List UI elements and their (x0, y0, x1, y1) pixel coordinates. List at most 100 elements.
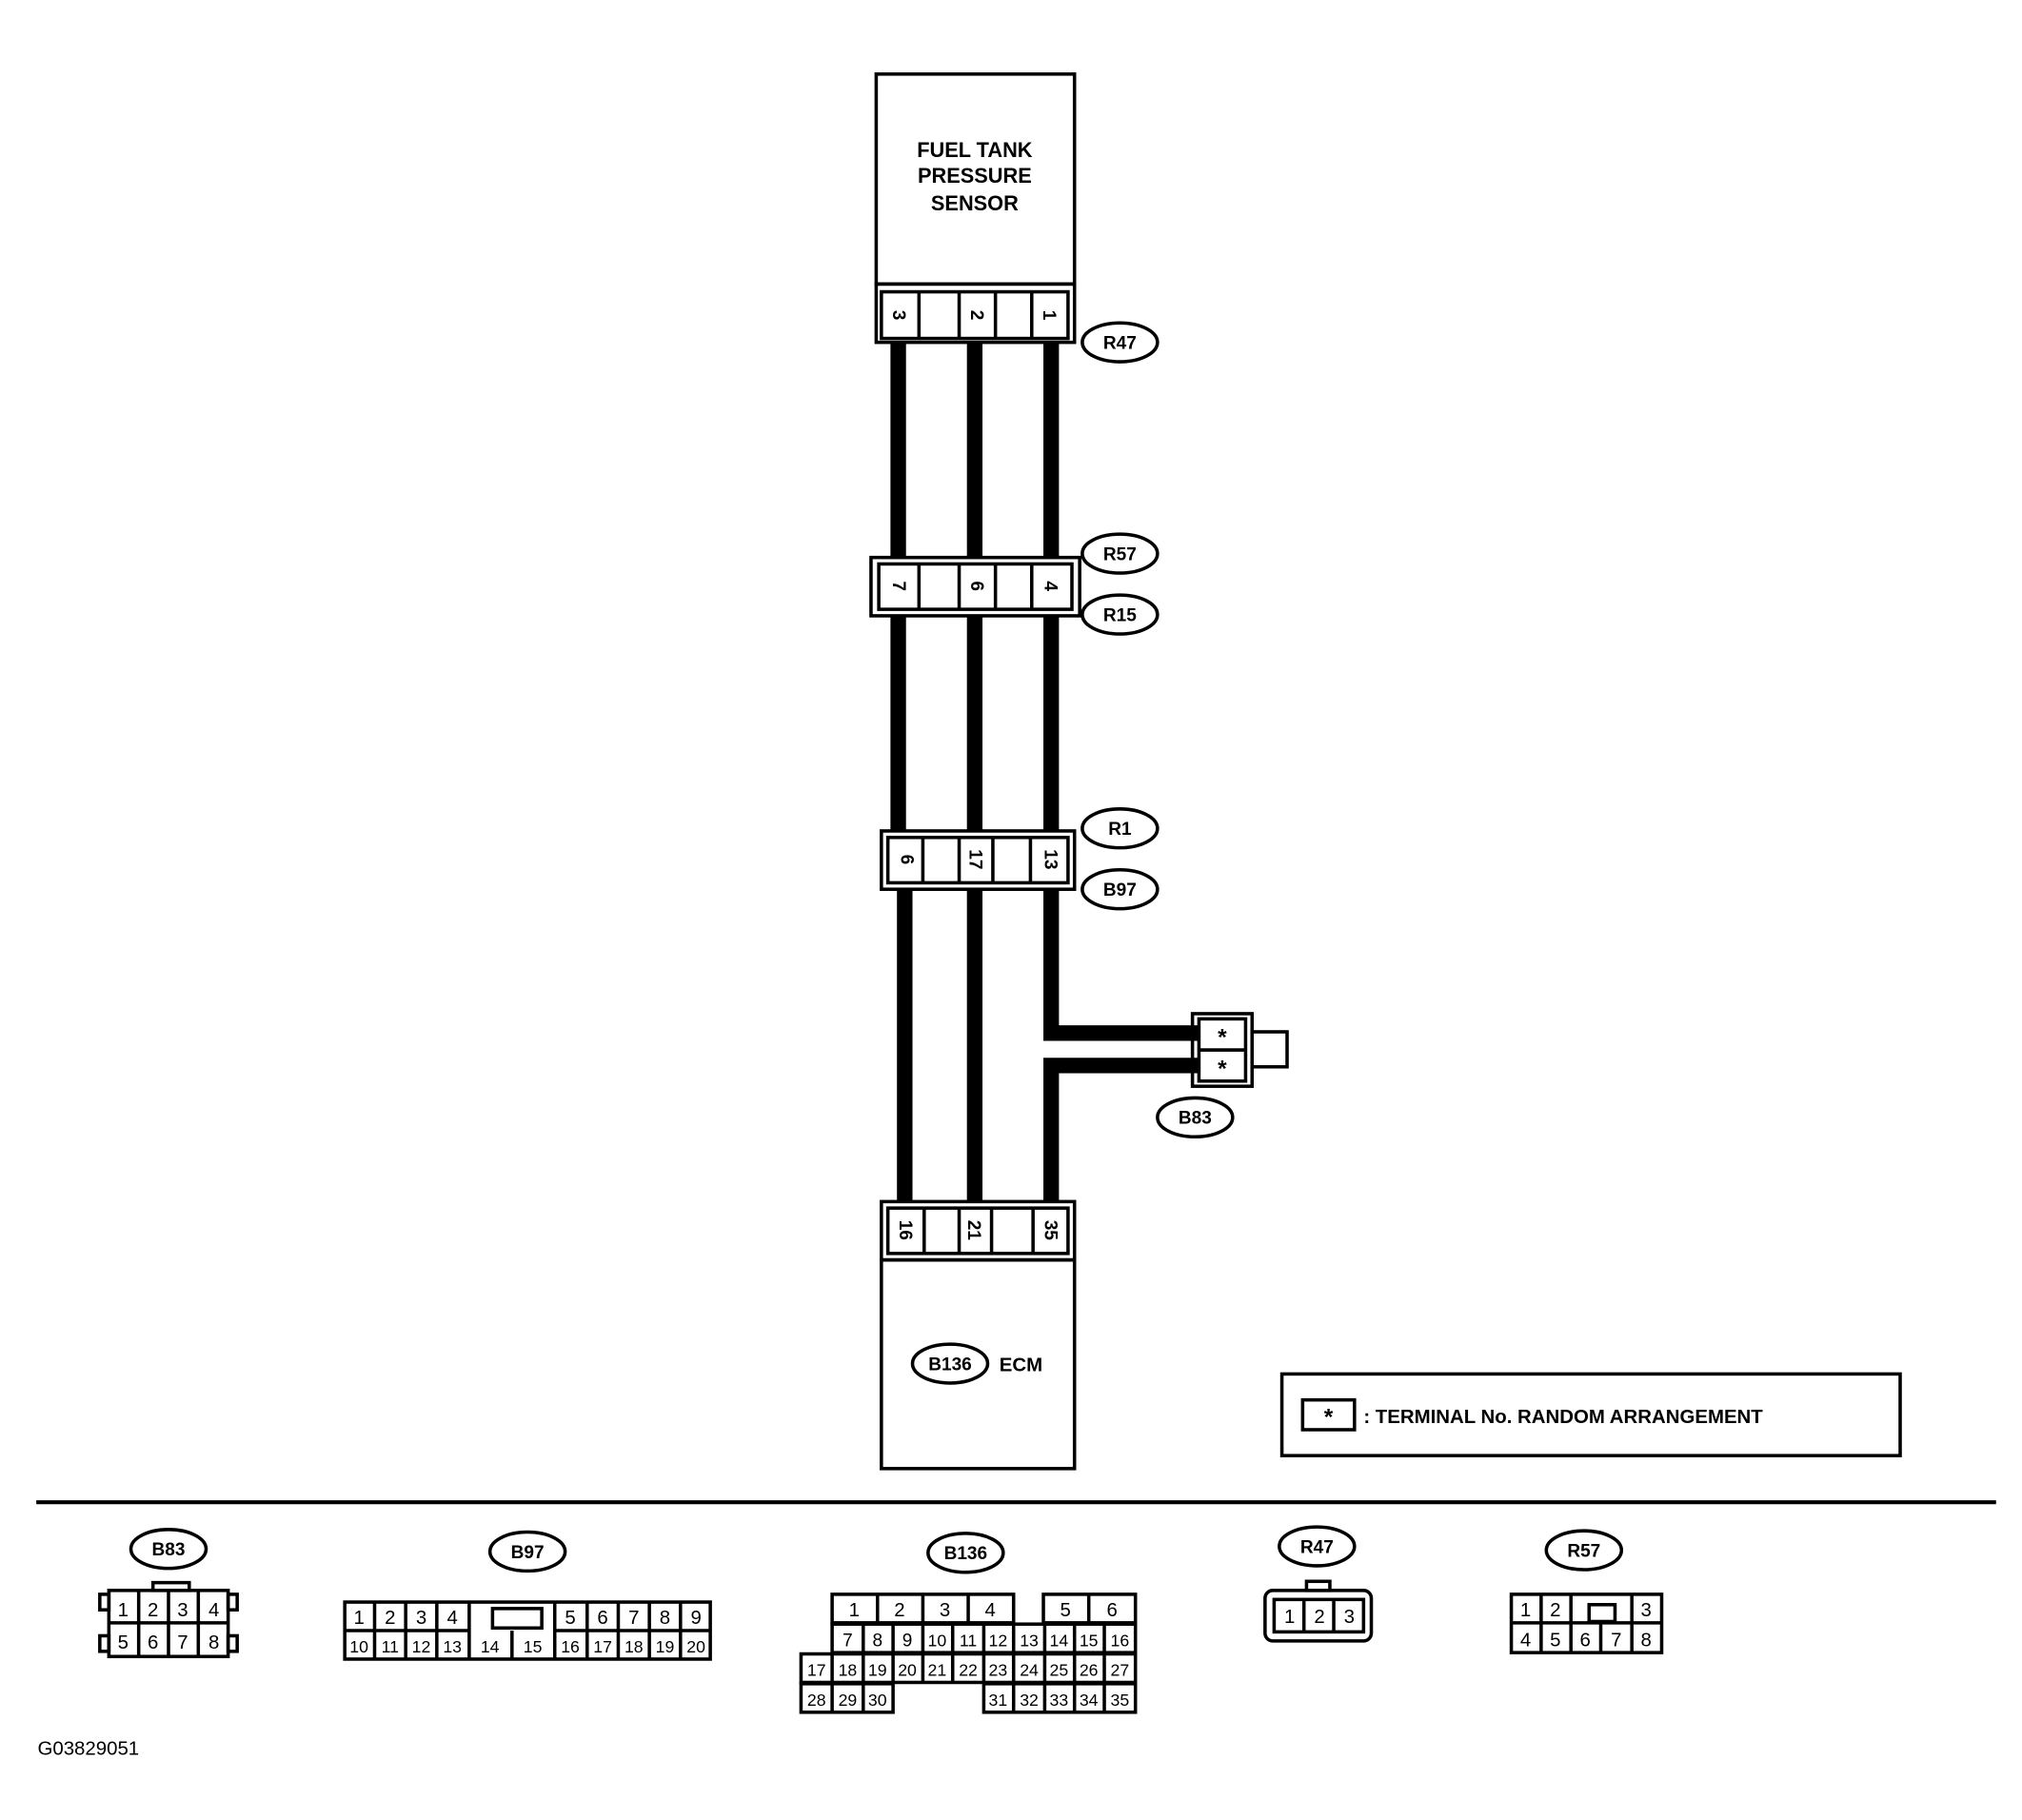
view-b97-pin-20: 20 (686, 1637, 705, 1656)
fuel-tank-pressure-sensor: FUEL TANK PRESSURE SENSOR (874, 72, 1077, 287)
r15-label: R15 (1103, 605, 1137, 625)
sensor-label-line2: PRESSURE (918, 164, 1032, 188)
view-b97-pin-4: 4 (446, 1608, 457, 1629)
view-b97-pin-12: 12 (412, 1637, 431, 1656)
view-b136-pin-24: 24 (1020, 1661, 1039, 1680)
view-b97-pin-5: 5 (565, 1608, 575, 1629)
view-b136: B136 (799, 1532, 1138, 1714)
view-b136-pin-29: 29 (839, 1691, 858, 1710)
view-b136-pin-28: 28 (807, 1691, 826, 1710)
r1-pin-6: 6 (896, 855, 916, 865)
legend: * : TERMINAL No. RANDOM ARRANGEMENT (1279, 1372, 1902, 1457)
view-b136-pin-17: 17 (807, 1661, 826, 1680)
view-b97-label: B97 (511, 1543, 545, 1563)
view-b97-pin-6: 6 (597, 1608, 607, 1629)
r47-pin-2: 2 (966, 310, 986, 321)
view-b136-pin-22: 22 (959, 1661, 978, 1680)
view-r47-pin-2: 2 (1314, 1607, 1324, 1628)
view-b97-pin-11: 11 (382, 1637, 399, 1656)
view-r47-pin-3: 3 (1344, 1607, 1355, 1628)
b136-label: B136 (928, 1355, 972, 1375)
r1-label: R1 (1108, 820, 1132, 840)
r57-label: R57 (1103, 544, 1137, 564)
view-b136-pin-12: 12 (989, 1631, 1008, 1650)
view-b136-pin-21: 21 (928, 1661, 947, 1680)
view-r57-pin-6: 6 (1579, 1630, 1590, 1651)
view-b97-pin-1: 1 (353, 1608, 364, 1629)
r1-pin-13: 13 (1040, 849, 1060, 869)
view-b97-pin-2: 2 (385, 1608, 395, 1629)
b136-pin-35: 35 (1040, 1220, 1060, 1241)
b136-pin-21: 21 (963, 1220, 983, 1241)
view-b136-pin-10: 10 (928, 1631, 947, 1650)
view-b136-pin-8: 8 (872, 1631, 882, 1651)
view-b97-pin-9: 9 (690, 1608, 701, 1629)
view-b83-pin-8: 8 (208, 1632, 219, 1653)
view-b83: B83 1 2 3 4 5 6 7 8 (98, 1528, 239, 1659)
view-b136-pin-4: 4 (985, 1600, 996, 1621)
view-b136-pin-19: 19 (868, 1661, 887, 1680)
view-b136-pin-30: 30 (868, 1691, 887, 1710)
view-b97-pin-16: 16 (561, 1637, 580, 1656)
view-b97-pin-10: 10 (349, 1637, 368, 1656)
view-b83-label: B83 (152, 1540, 186, 1560)
connector-r57-r15: 7 6 4 R57 R15 (869, 532, 1160, 636)
view-b136-pin-11: 11 (960, 1631, 977, 1650)
sensor-label-line1: FUEL TANK (917, 138, 1033, 162)
sensor-label-line3: SENSOR (931, 191, 1019, 215)
view-b136-pin-15: 15 (1080, 1631, 1099, 1650)
ecm-label: ECM (1000, 1355, 1042, 1376)
b97-label: B97 (1103, 880, 1137, 900)
connector-r47: 3 2 1 R47 (874, 282, 1160, 364)
view-b136-pin-13: 13 (1020, 1631, 1039, 1650)
view-b83-pin-7: 7 (177, 1632, 188, 1653)
view-b136-pin-20: 20 (898, 1661, 917, 1680)
r57-pin-7: 7 (888, 581, 908, 591)
view-b97-pin-8: 8 (660, 1608, 670, 1629)
legend-symbol: * (1324, 1405, 1334, 1431)
view-b97-pin-14: 14 (481, 1637, 500, 1656)
view-b97-pin-15: 15 (524, 1637, 543, 1656)
wires-r47-r57 (890, 342, 1060, 558)
connector-b83: * * B83 (1156, 1012, 1289, 1139)
view-b97-pin-19: 19 (656, 1637, 675, 1656)
wires-b97-b136 (897, 889, 1199, 1202)
view-r47-label: R47 (1300, 1537, 1334, 1557)
view-b97-pin-3: 3 (416, 1608, 426, 1629)
view-b136-pin-33: 33 (1050, 1691, 1069, 1710)
b83-pin-b: * (1218, 1056, 1227, 1081)
view-b97-pin-7: 7 (628, 1608, 639, 1629)
view-r47-pin-1: 1 (1284, 1607, 1295, 1628)
view-r57-pin-1: 1 (1520, 1600, 1531, 1621)
view-b97-pin-18: 18 (624, 1637, 644, 1656)
view-r57-pin-4: 4 (1520, 1630, 1531, 1651)
view-r57-pin-5: 5 (1550, 1630, 1560, 1651)
view-r57-pin-2: 2 (1550, 1600, 1560, 1621)
b136-pin-16: 16 (895, 1220, 915, 1240)
view-b136-pin-35: 35 (1111, 1691, 1130, 1710)
wires-r15-r1 (890, 615, 1060, 831)
figure-id: G03829051 (37, 1739, 139, 1760)
b83-label: B83 (1179, 1109, 1212, 1129)
view-b83-pin-5: 5 (118, 1632, 129, 1653)
view-b136-pin-34: 34 (1080, 1691, 1099, 1710)
r57-pin-4: 4 (1040, 581, 1060, 591)
view-b83-pin-2: 2 (148, 1600, 158, 1621)
view-r57-pin-3: 3 (1640, 1600, 1651, 1621)
view-r57-label: R57 (1567, 1541, 1600, 1561)
view-b136-pin-23: 23 (989, 1661, 1008, 1680)
view-b136-pin-26: 26 (1080, 1661, 1099, 1680)
view-b136-pin-16: 16 (1111, 1631, 1130, 1650)
view-b136-pin-2: 2 (894, 1600, 904, 1621)
connector-r1-b97: 6 17 13 R1 B97 (880, 807, 1160, 911)
view-r57: R57 1 2 3 4 5 6 7 8 (1509, 1529, 1664, 1654)
view-b97: B97 1 2 3 4 5 6 7 8 9 10 11 12 13 14 15 … (343, 1530, 712, 1661)
b83-pin-a: * (1218, 1025, 1227, 1051)
view-r47: R47 1 2 3 (1263, 1525, 1374, 1643)
view-b136-pin-32: 32 (1020, 1691, 1039, 1710)
view-b136-pin-27: 27 (1111, 1661, 1130, 1680)
r1-pin-17: 17 (964, 849, 984, 869)
legend-text: : TERMINAL No. RANDOM ARRANGEMENT (1363, 1407, 1763, 1428)
view-b136-pin-14: 14 (1050, 1631, 1069, 1650)
